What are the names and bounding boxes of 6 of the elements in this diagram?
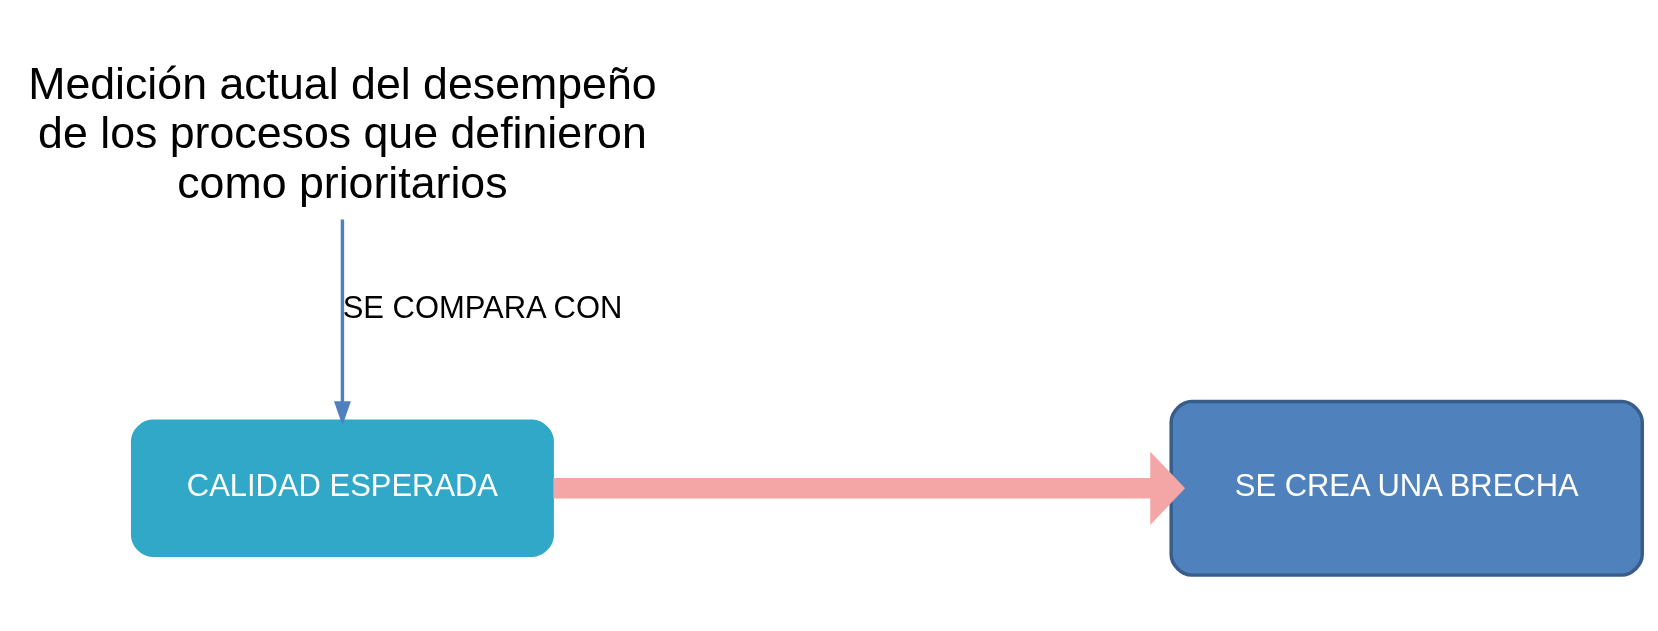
arrow <box>553 451 1186 525</box>
arrow <box>333 219 351 426</box>
node-box: CALIDAD ESPERADA <box>130 419 554 558</box>
node-box: SE CREA UNA BRECHA <box>1169 399 1644 577</box>
node-text: Medición actual del desempeño de los procesos que definieron como prioritarios <box>28 58 657 208</box>
edge-label: SE COMPARA CON <box>342 289 623 325</box>
